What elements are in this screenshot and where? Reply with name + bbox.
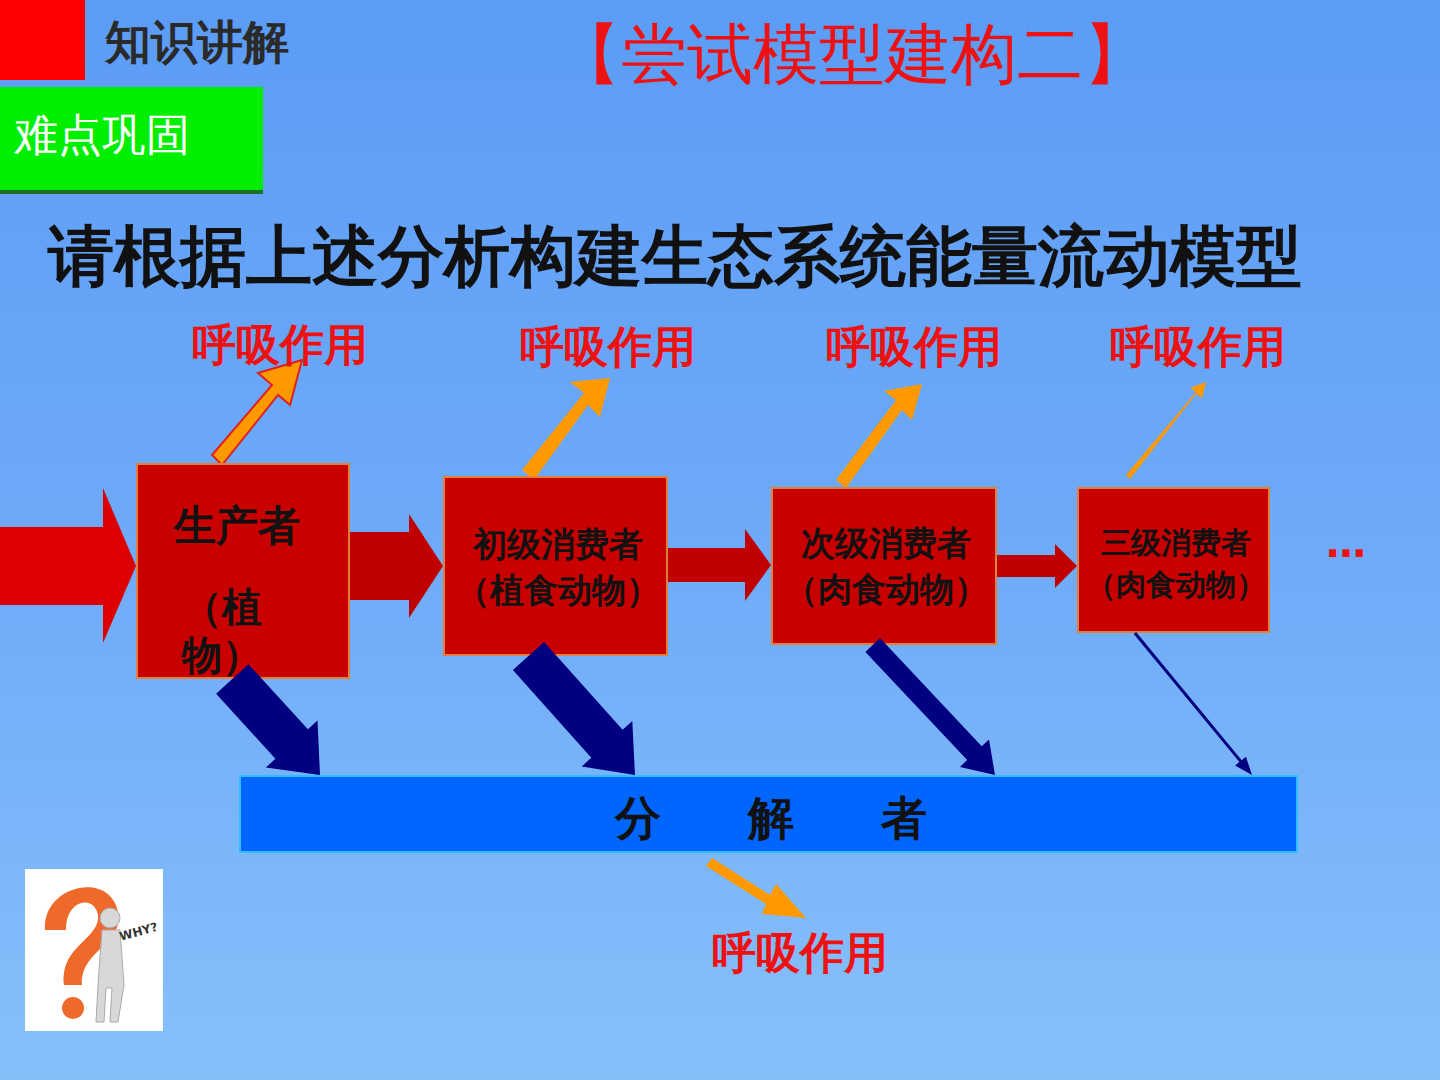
node-title: 分解者 xyxy=(281,791,1261,846)
decomposition-arrow xyxy=(216,664,320,775)
node-subtitle: （植食动物） xyxy=(445,570,670,611)
respiration-label: 呼吸作用 xyxy=(712,924,942,983)
consumer-box: 三级消费者 （肉食动物） xyxy=(1077,487,1270,633)
consumer-box: 初级消费者 （植食动物） xyxy=(443,476,668,656)
respiration-arrow xyxy=(836,384,922,488)
consumer-box: 次级消费者 （肉食动物） xyxy=(771,487,997,645)
question-mark xyxy=(45,887,119,985)
red-square xyxy=(0,0,85,80)
section-label: 知识讲解 xyxy=(105,12,425,74)
ellipsis-label: … xyxy=(1326,520,1406,566)
energy-flow-arrow xyxy=(668,529,771,601)
decomposition-arrow xyxy=(513,642,635,775)
respiration-label: 呼吸作用 xyxy=(520,318,750,377)
decomposer-band: 分解者 xyxy=(239,775,1298,853)
respiration-label: 呼吸作用 xyxy=(826,318,1056,377)
respiration-label: 呼吸作用 xyxy=(1110,318,1340,377)
node-title: 初级消费者 xyxy=(445,524,670,565)
figure-body xyxy=(96,930,124,1022)
node-title: 难点巩固 xyxy=(14,109,259,162)
energy-flow-arrow xyxy=(350,514,443,618)
respiration-arrow xyxy=(706,858,806,918)
section-tag: 难点巩固 xyxy=(0,87,263,190)
respiration-arrow xyxy=(212,360,302,465)
respiration-label: 呼吸作用 xyxy=(192,316,422,375)
respiration-arrow xyxy=(1126,382,1206,479)
node-title: 次级消费者 xyxy=(773,523,999,564)
slide-title: 【尝试模型建构二】 xyxy=(555,10,1195,100)
node-subtitle: （肉食动物） xyxy=(1079,567,1272,603)
why-label: WHY? xyxy=(118,914,180,943)
energy-flow-arrow xyxy=(997,544,1077,588)
producer-box: 生产者 （植物） xyxy=(136,463,350,679)
respiration-arrow xyxy=(522,378,610,480)
question-illustration-bg xyxy=(25,869,163,1031)
node-title: 生产者 xyxy=(174,501,344,551)
main-heading: 请根据上述分析构建生态系统能量流动模型 xyxy=(48,212,1440,302)
node-subtitle: （植物） xyxy=(182,583,282,679)
node-subtitle: （肉食动物） xyxy=(773,569,999,610)
question-dot xyxy=(62,997,84,1019)
sunlight-input-arrow xyxy=(0,488,136,643)
decomposition-arrow xyxy=(865,638,995,775)
node-title: 三级消费者 xyxy=(1079,525,1272,561)
decomposition-arrow xyxy=(1134,632,1252,775)
figure-head xyxy=(100,908,120,928)
